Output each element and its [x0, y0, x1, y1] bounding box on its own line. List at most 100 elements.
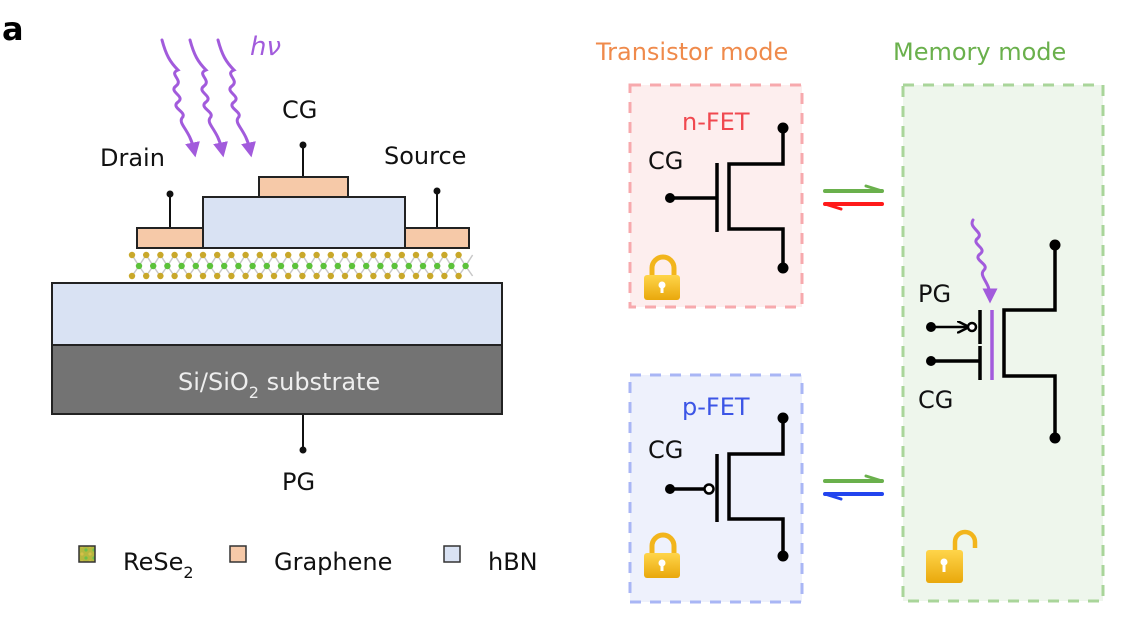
lattice-atom: [455, 272, 462, 280]
lattice-atom: [128, 251, 136, 259]
pfet-panel: p-FET CG: [628, 373, 804, 604]
photon-label: hν: [250, 32, 281, 62]
lattice-atom: [263, 262, 270, 270]
photon-icon: [160, 38, 256, 158]
lattice-atom: [256, 272, 263, 280]
lock-closed-icon: [644, 254, 680, 300]
legend-item-rese2: ReSe2: [78, 545, 194, 582]
lattice-atom: [285, 272, 292, 280]
lattice-atom: [327, 272, 334, 280]
lattice-atom: [150, 262, 157, 270]
lattice-atom: [128, 272, 136, 280]
memory-panel: PG CG: [901, 83, 1105, 603]
lattice-atom: [427, 251, 434, 259]
lattice-atom: [427, 272, 434, 280]
lattice-atom: [370, 272, 377, 280]
lattice-atom: [398, 272, 405, 280]
lattice-atom: [135, 262, 143, 270]
lattice-atom: [214, 251, 221, 259]
lattice-atom: [448, 262, 455, 270]
lattice-atom: [313, 272, 320, 280]
pfet-symbol: [670, 418, 785, 556]
lattice-atom: [199, 272, 207, 280]
lattice-atom: [277, 262, 285, 270]
lattice-atom: [178, 262, 185, 270]
legend-swatch-hbn: [443, 545, 461, 563]
lattice-atom: [157, 251, 164, 259]
legend-item-hbn: hBN: [443, 545, 538, 576]
lattice-atom: [356, 272, 363, 280]
lattice-atom: [377, 262, 384, 270]
lattice-atom: [356, 251, 363, 259]
lattice-atom: [455, 251, 462, 259]
lattice-atom: [221, 262, 228, 270]
terminal-leads: [166, 141, 441, 454]
legend-swatch-graphene: [229, 545, 247, 563]
lattice-atom: [341, 272, 349, 280]
lattice-atom: [249, 262, 256, 270]
memory-pg-label: PG: [918, 280, 951, 308]
nfet-panel: n-FET CG: [628, 83, 804, 309]
lattice-atom: [157, 272, 164, 280]
legend-label-rese2: ReSe: [123, 548, 183, 576]
lattice-atom: [214, 272, 221, 280]
lattice-atom: [256, 251, 263, 259]
lattice-atom: [313, 251, 320, 259]
lattice-atom: [270, 272, 278, 280]
lattice-atom: [171, 251, 178, 259]
lattice-atom: [199, 251, 207, 259]
nfet-symbol: [670, 128, 785, 268]
lattice-atom: [398, 251, 405, 259]
lattice-atom: [391, 262, 398, 270]
source-terminal-label: Source: [384, 142, 466, 170]
memory-cg-label: CG: [918, 386, 953, 414]
lattice-atom: [384, 251, 391, 259]
panel-label: a: [2, 10, 24, 48]
lattice-atom: [441, 272, 448, 280]
lattice-atom: [171, 272, 178, 280]
photon-icon: [970, 218, 998, 304]
substrate-layer: [51, 344, 503, 415]
lattice-atom: [419, 262, 427, 270]
lattice-atom: [348, 262, 356, 270]
lattice-atom: [363, 262, 370, 270]
top-hbn-layer: [202, 196, 406, 249]
lattice-atom: [270, 251, 278, 259]
lock-open-icon: [926, 529, 978, 583]
lattice-atom: [327, 251, 334, 259]
pfet-label: p-FET: [682, 393, 750, 421]
lattice-atom: [412, 251, 420, 259]
lattice-atom: [370, 251, 377, 259]
legend-label-hbn: hBN: [488, 548, 538, 576]
graphene-drain: [136, 227, 204, 249]
lattice-atom: [334, 262, 341, 270]
lattice-atom: [292, 262, 299, 270]
lattice-atom: [164, 262, 171, 270]
legend-item-graphene: Graphene: [229, 545, 392, 576]
lattice-atom: [235, 262, 242, 270]
legend-swatch-rese2: [78, 545, 96, 563]
bottom-hbn-layer: [51, 282, 503, 346]
lattice-atom: [405, 262, 412, 270]
lattice-atom: [285, 251, 292, 259]
nfet-label: n-FET: [682, 108, 750, 136]
lattice-atom: [299, 251, 306, 259]
transistor-mode-title: Transistor mode: [595, 38, 788, 66]
lattice-atom: [242, 251, 249, 259]
drain-terminal-label: Drain: [100, 144, 165, 172]
lattice-atom: [434, 262, 441, 270]
nfet-gate-label: CG: [648, 147, 683, 175]
graphene-control-gate: [258, 176, 349, 198]
legend-label-graphene: Graphene: [274, 548, 392, 576]
nfet-memory-switch-arrows: [823, 184, 884, 211]
lattice-atom: [192, 262, 199, 270]
cg-terminal-label: CG: [282, 96, 317, 124]
lattice-atom: [412, 272, 420, 280]
pfet-gate-label: CG: [648, 436, 683, 464]
memory-mode-title: Memory mode: [893, 38, 1066, 66]
lattice-atom: [143, 251, 150, 259]
rese2-layer: [128, 251, 474, 280]
lattice-atom: [143, 272, 150, 280]
lattice-atom: [299, 272, 306, 280]
